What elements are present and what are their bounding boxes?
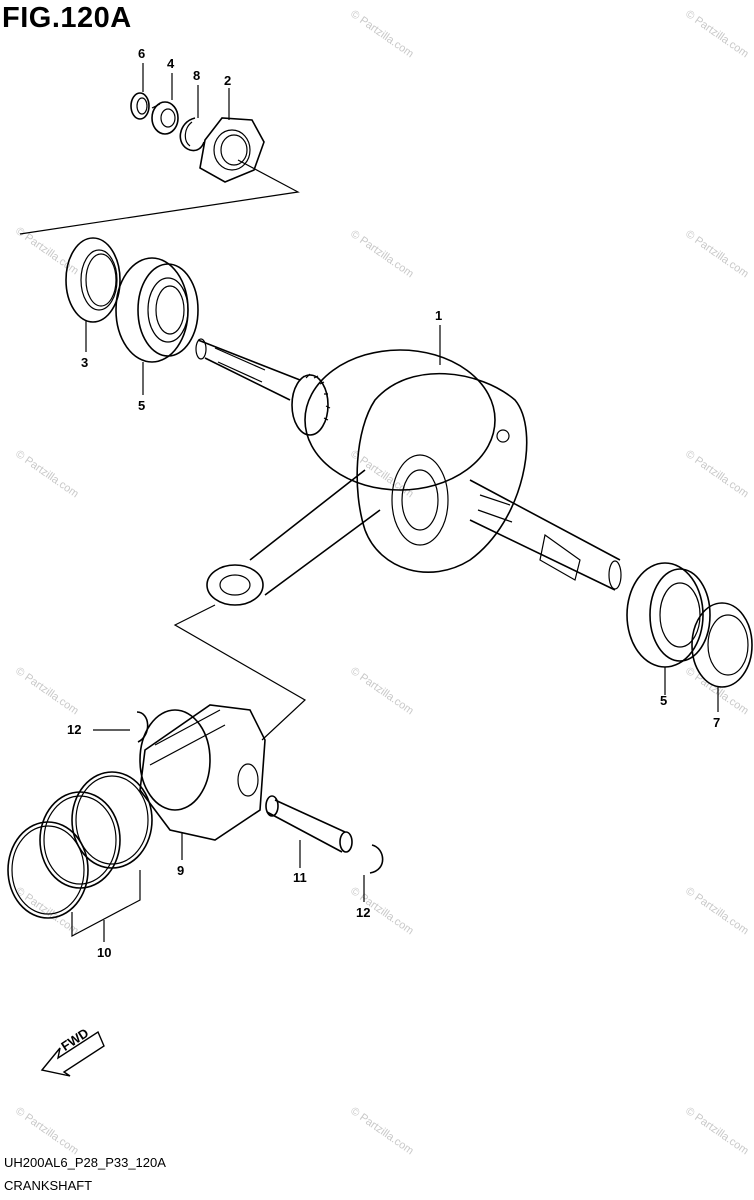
piston-leader-line [173,604,307,741]
bearing-part-5-left [115,257,199,363]
piston-pin-part-11 [265,795,353,853]
callout-12-lower: 12 [356,905,371,920]
callout-3: 3 [81,355,89,370]
forward-arrow-icon [40,1030,105,1077]
callout-8: 8 [193,68,201,83]
circlip-part-8 [179,117,205,152]
callout-11: 11 [293,870,307,885]
bearing-part-4 [151,101,179,135]
circlip-part-12-upper [136,711,149,743]
oil-seal-part-6 [130,92,150,120]
oil-seal-part-7 [691,602,753,688]
figure-title: FIG.120A [2,2,132,34]
callout-9: 9 [177,863,185,878]
callout-6: 6 [138,46,146,61]
callout-12-upper: 12 [67,722,82,737]
assembly-leader-line [19,159,300,235]
leader-10 [71,870,141,937]
section-name: CRANKSHAFT [4,1178,93,1193]
bearing-part-5-right [626,562,711,668]
callout-7: 7 [713,715,721,730]
oil-seal-part-3 [65,237,121,323]
crankshaft-part-1 [195,338,622,606]
piston-part-9 [139,704,266,841]
circlip-part-12-lower [369,844,384,874]
callout-5-left: 5 [138,398,146,413]
diagram-code: UH200AL6_P28_P33_120A [4,1155,166,1170]
callout-2: 2 [224,73,232,88]
nut-part-2 [199,117,265,183]
callout-10: 10 [97,945,112,960]
callout-1: 1 [435,308,443,323]
callout-4: 4 [167,56,175,71]
callout-5-right: 5 [660,693,668,708]
piston-ring-set-part-10 [7,771,153,919]
